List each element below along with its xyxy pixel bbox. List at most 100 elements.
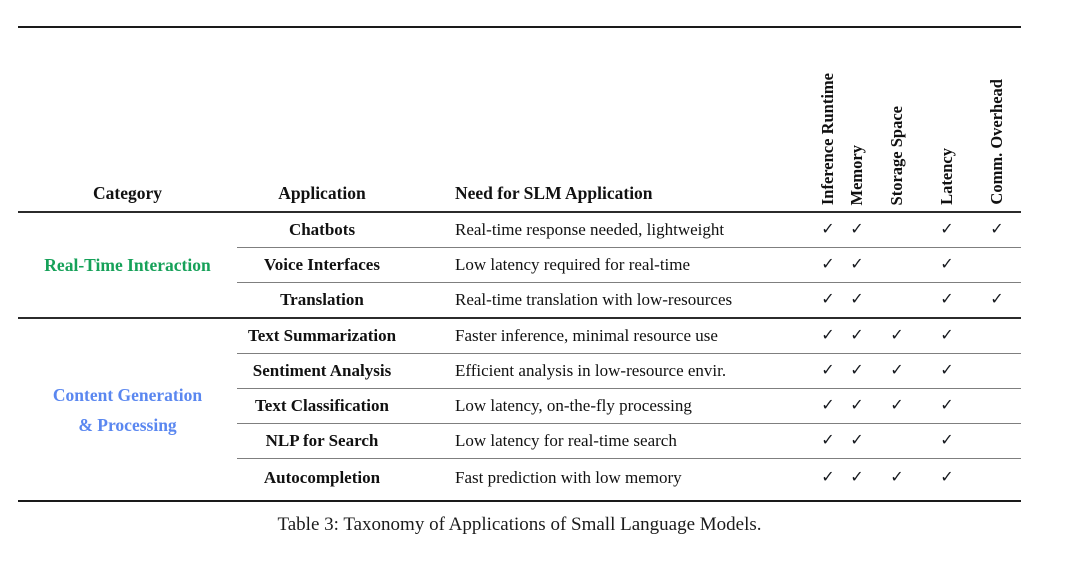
table-row: NLP for Search Low latency for real-time… <box>237 424 1021 459</box>
category-label: Real-Time Interaction <box>18 213 237 317</box>
checkmark-icon: ✓ <box>940 397 954 414</box>
need-cell: Faster inference, minimal resource use <box>455 326 718 345</box>
table-row: Chatbots Real-time response needed, ligh… <box>237 213 1021 248</box>
check-cell: ✓ <box>815 398 841 414</box>
checkmark-icon: ✓ <box>821 468 835 486</box>
rotated-header-label: Latency <box>936 148 956 205</box>
check-cell: ✓ <box>841 257 873 273</box>
group-rows: Text Summarization Faster inference, min… <box>237 319 1021 500</box>
checkmark-icon: ✓ <box>821 397 835 414</box>
checkmark-icon: ✓ <box>990 291 1004 308</box>
need-cell: Fast prediction with low memory <box>455 467 682 487</box>
need-cell: Efficient analysis in low-resource envir… <box>455 361 727 380</box>
checkmark-icon: ✓ <box>990 221 1004 238</box>
table-row: Sentiment Analysis Efficient analysis in… <box>237 354 1021 389</box>
rotated-header-label: Storage Space <box>886 105 906 205</box>
checkmark-icon: ✓ <box>940 221 954 238</box>
checkmark-icon: ✓ <box>821 221 835 238</box>
checkmark-icon: ✓ <box>890 362 904 379</box>
application-cell: Sentiment Analysis <box>252 361 392 380</box>
application-cell: Chatbots <box>288 220 356 239</box>
checkmark-icon: ✓ <box>850 432 864 449</box>
need-cell: Low latency for real-time search <box>455 431 677 450</box>
check-cell: ✓ <box>815 292 841 308</box>
checkmark-icon: ✓ <box>940 327 954 344</box>
check-column-header: Latency <box>921 28 973 211</box>
check-column-header: Storage Space <box>873 28 921 211</box>
checkmark-icon: ✓ <box>821 362 835 379</box>
column-header-need: Need for SLM Application <box>455 183 653 203</box>
check-cell: ✓ <box>921 257 973 273</box>
check-cell: ✓ <box>873 468 921 486</box>
taxonomy-table: Category Application Need for SLM Applic… <box>18 26 1021 502</box>
application-cell: Voice Interfaces <box>264 255 380 274</box>
checkmark-icon: ✓ <box>850 291 864 308</box>
check-cell: ✓ <box>921 292 973 308</box>
checkmark-icon: ✓ <box>890 468 904 486</box>
checkmark-icon: ✓ <box>940 291 954 308</box>
column-header-application: Application <box>278 183 366 203</box>
check-cell: ✓ <box>973 222 1021 238</box>
category-label-line: Content Generation <box>52 384 203 405</box>
check-cell: ✓ <box>921 398 973 414</box>
checkmark-icon: ✓ <box>850 327 864 344</box>
check-cell: ✓ <box>921 468 973 486</box>
application-cell: NLP for Search <box>265 431 379 450</box>
column-header-category: Category <box>92 183 162 203</box>
checkmark-icon: ✓ <box>940 432 954 449</box>
check-cells: ✓ ✓ ✓ ✓ <box>815 319 1021 353</box>
check-cell: ✓ <box>921 328 973 344</box>
check-column-header: Comm. Overhead <box>973 28 1021 211</box>
checkmark-icon: ✓ <box>850 397 864 414</box>
check-cell: ✓ <box>815 363 841 379</box>
need-cell: Real-time response needed, lightweight <box>455 220 725 239</box>
checkmark-icon: ✓ <box>821 291 835 308</box>
checkmark-icon: ✓ <box>940 468 954 486</box>
check-cells: ✓ ✓ ✓ ✓ <box>815 459 1021 496</box>
checkmark-icon: ✓ <box>890 327 904 344</box>
rotated-header-label: Inference Runtime <box>817 72 837 205</box>
need-cell: Low latency, on-the-fly processing <box>455 396 692 415</box>
checkmark-icon: ✓ <box>821 256 835 273</box>
check-cell: ✓ <box>841 292 873 308</box>
checkmark-icon: ✓ <box>850 221 864 238</box>
application-cell: Text Classification <box>255 396 389 415</box>
table-row: Translation Real-time translation with l… <box>237 283 1021 317</box>
check-cell: ✓ <box>921 222 973 238</box>
checkmark-icon: ✓ <box>821 432 835 449</box>
group-rows: Chatbots Real-time response needed, ligh… <box>237 213 1021 317</box>
check-column-header: Memory <box>841 28 873 211</box>
table-row: Voice Interfaces Low latency required fo… <box>237 248 1021 283</box>
check-cell: ✓ <box>921 363 973 379</box>
checkmark-icon: ✓ <box>850 468 864 486</box>
check-cell: ✓ <box>973 292 1021 308</box>
checkmark-icon: ✓ <box>940 256 954 273</box>
rotated-header-label: Comm. Overhead <box>986 79 1006 205</box>
check-cell: ✓ <box>815 328 841 344</box>
check-cells: ✓ ✓ ✓ <box>815 248 1021 282</box>
check-cells: ✓ ✓ ✓ ✓ <box>815 389 1021 423</box>
checkmark-icon: ✓ <box>821 327 835 344</box>
table-row: Autocompletion Fast prediction with low … <box>237 459 1021 500</box>
check-cells: ✓ ✓ ✓ ✓ <box>815 213 1021 247</box>
check-cell: ✓ <box>841 328 873 344</box>
check-column-headers: Inference Runtime Memory Storage Space L… <box>815 28 1021 211</box>
category-group: Content Generation & Processing Text Summ… <box>18 319 1021 500</box>
check-cell: ✓ <box>873 363 921 379</box>
rotated-header-label: Memory <box>846 144 866 205</box>
check-cell: ✓ <box>841 398 873 414</box>
check-cell: ✓ <box>841 363 873 379</box>
category-label-line: & Processing <box>78 414 177 435</box>
check-cells: ✓ ✓ ✓ ✓ <box>815 283 1021 317</box>
category-label-line: Real-Time Interaction <box>44 255 211 275</box>
need-cell: Low latency required for real-time <box>455 255 691 274</box>
table-body: Real-Time Interaction Chatbots Real-time… <box>18 213 1021 500</box>
check-cell: ✓ <box>815 433 841 449</box>
checkmark-icon: ✓ <box>850 256 864 273</box>
check-column-header: Inference Runtime <box>815 28 841 211</box>
application-cell: Text Summarization <box>247 326 397 345</box>
checkmark-icon: ✓ <box>850 362 864 379</box>
check-cell: ✓ <box>841 433 873 449</box>
need-cell: Real-time translation with low-resources <box>455 290 733 309</box>
application-cell: Autocompletion <box>263 467 381 487</box>
